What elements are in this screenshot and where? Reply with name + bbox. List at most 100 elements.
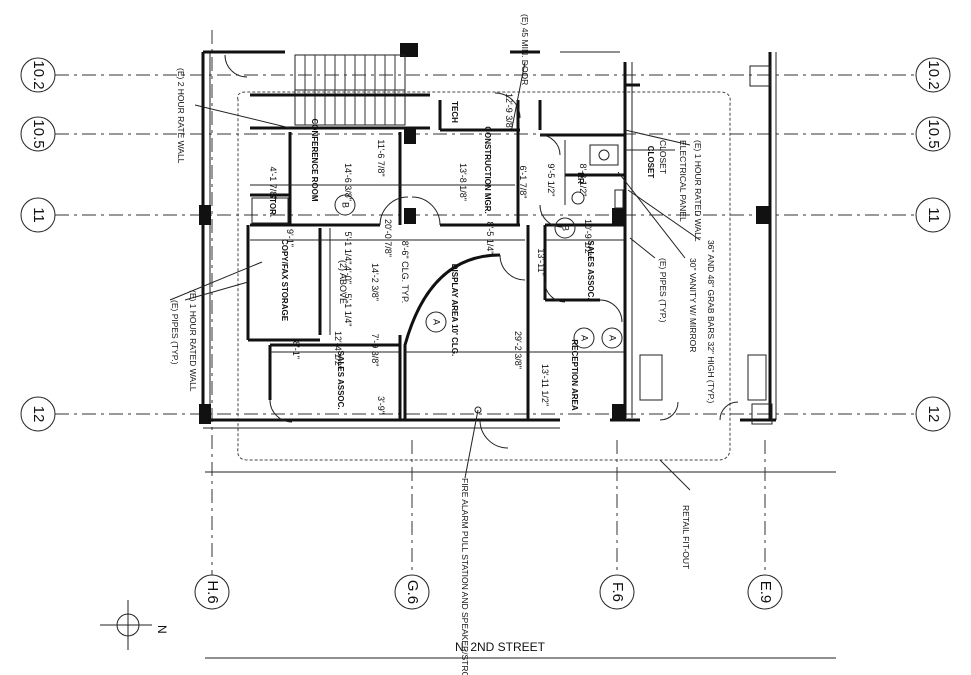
dimension-label: 8'-6" CLG. TYP.: [400, 241, 410, 304]
note-45min-door: (E) 45 MIN. DOOR: [520, 14, 530, 85]
grid-label: H.6: [204, 580, 221, 603]
note-1hr-wall-left: (E) 1 HOUR RATED WALL: [188, 290, 198, 392]
dimension-label: 10'-9 1/2": [583, 219, 593, 257]
note-fire-alarm: FIRE ALARM PULL STATION AND SPEAKER/STRO…: [460, 478, 470, 675]
vanity-icon: [589, 144, 619, 166]
room-label-closet: CLOSET: [646, 146, 655, 179]
callout-bubble: [573, 327, 595, 349]
dimension-label: 20'-0 7/8": [383, 219, 393, 257]
note-vanity: 30" VANITY W/ MIRROR: [688, 258, 698, 352]
room-label-sales-right: SALES ASSOC.: [586, 240, 595, 299]
note-pipes-left: (E) PIPES (TYP.): [170, 300, 180, 365]
callout-label: A: [432, 319, 442, 325]
callout-bubble: [554, 217, 576, 239]
callout-bubble: [334, 194, 356, 216]
dimension-label: 4'-0": [343, 266, 353, 284]
grid-label: 10.5: [925, 119, 942, 148]
grid-bubbles-left: 10.2 10.5 11 12: [20, 57, 56, 432]
dimension-label: 3'-9": [376, 396, 386, 414]
grid-bubble: [194, 574, 230, 610]
callout-bubble: [425, 311, 447, 333]
north-label: N: [155, 625, 169, 634]
dimension-label: 6'-1 7/8": [518, 166, 528, 199]
callout-label: B: [561, 225, 571, 231]
dimension-label: 8'-5 1/4": [485, 222, 495, 255]
note-electrical-panel: ELECTRICAL PANEL: [678, 140, 688, 222]
room-label-sales-left: SALES ASSOC.: [336, 350, 345, 409]
grid-label: F.6: [609, 582, 626, 602]
dimension-label: 12'-9 3/8": [504, 93, 514, 131]
dimension-label: 14'-6 3/8": [343, 163, 353, 201]
interior-partitions: [246, 100, 625, 420]
dimension-label: 13'-11": [536, 248, 546, 275]
room-labels: CONFERENCE ROOM CONSTRUCTION MGR. TECH C…: [268, 101, 655, 411]
dimension-label: (2) ABOVE: [338, 260, 348, 304]
grid-label: 11: [925, 207, 942, 223]
sink-icon: [598, 149, 610, 161]
doors: [224, 54, 739, 449]
dimension-label: 29'-2 3/8": [513, 331, 523, 369]
room-label-stor: STOR.: [268, 193, 277, 217]
room-label-conference: CONFERENCE ROOM: [310, 118, 319, 201]
grid-bubble: [20, 116, 56, 152]
dimension-label: 13'-11 1/2": [540, 364, 550, 406]
grid-label: 12: [30, 406, 47, 423]
grid-bubble: [915, 116, 951, 152]
annotations: (E) 2 HOUR RATE WALL (E) 45 MIN. DOOR (E…: [169, 14, 716, 675]
street-name: N. 2ND STREET: [455, 640, 546, 654]
building-walls: [199, 43, 777, 429]
grid-bubble: [20, 57, 56, 93]
toilet-icon: [571, 191, 585, 205]
grid-label: 10.5: [30, 119, 47, 148]
grid-label: 11: [30, 207, 47, 223]
grid-lines: [55, 30, 915, 575]
grid-bubble: [915, 197, 951, 233]
dimension-label: 4'-1 7/8": [268, 167, 278, 200]
grid-label: 12: [925, 406, 942, 423]
grid-bubble: [915, 396, 951, 432]
room-label-reception: RECEPTION AREA: [570, 339, 579, 410]
grid-bubble: [20, 396, 56, 432]
grid-bubble: [599, 574, 635, 610]
grid-bubbles-bottom: H.6 G.6 F.6 E.9: [194, 574, 783, 610]
grid-label: E.9: [757, 581, 774, 604]
grid-bubble: [394, 574, 430, 610]
grid-bubble: [747, 574, 783, 610]
dimension-label: 9'-1": [285, 229, 295, 247]
dimension-label: 11'-6 7/8": [376, 139, 386, 176]
north-arrow: N: [100, 600, 169, 650]
room-label-construction: CONSTRUCTION MGR.: [483, 126, 492, 214]
grid-label: 10.2: [925, 60, 942, 89]
dimensions: 14'-6 3/8" 11'-6 7/8" 13'-8 1/8" 4'-1 7/…: [250, 93, 625, 414]
grid-label: 10.2: [30, 60, 47, 89]
stair: [250, 54, 430, 130]
grid-bubble: [20, 197, 56, 233]
dimension-label: 13'-8 1/8": [458, 163, 468, 201]
grid-label: G.6: [404, 580, 421, 604]
dimension-label: 8'-1": [291, 341, 301, 359]
callout-label: A: [608, 335, 618, 341]
dimension-label: 5'-1 1/4": [343, 232, 353, 265]
grid-bubbles-right: 10.2 10.5 11 12: [915, 57, 951, 432]
note-closet: CLOSET: [658, 140, 668, 174]
scope-cloud: [237, 91, 731, 461]
callout-bubble: [601, 327, 623, 349]
note-grab-bars: 36" AND 48" GRAB BARS 32" HIGH (TYP.): [706, 240, 716, 404]
dimension-label: 7'-9 3/8": [370, 334, 380, 367]
room-label-display: DISPLAY AREA 10' CLG.: [450, 264, 459, 356]
note-retail-fit-out: RETAIL FIT-OUT: [681, 505, 691, 569]
dimension-label: 12'-4 1/2": [333, 331, 343, 369]
room-label-tech: TECH: [450, 101, 459, 123]
callout-label: B: [341, 202, 351, 208]
callout-label: A: [580, 335, 590, 341]
retail-fitout-area: [639, 354, 767, 401]
dimension-label: 14'-2 3/8": [370, 263, 380, 301]
street: N. 2ND STREET: [205, 471, 836, 659]
finish-callouts: B B A A A: [334, 194, 623, 349]
dimension-label: 5'-1 1/4": [343, 294, 353, 327]
grid-bubble: [915, 57, 951, 93]
room-label-copy-fax: COPY/FAX STORAGE: [280, 239, 289, 322]
restroom-fixtures: [571, 144, 624, 209]
dimension-label: 8'-8 1/2": [578, 164, 588, 197]
